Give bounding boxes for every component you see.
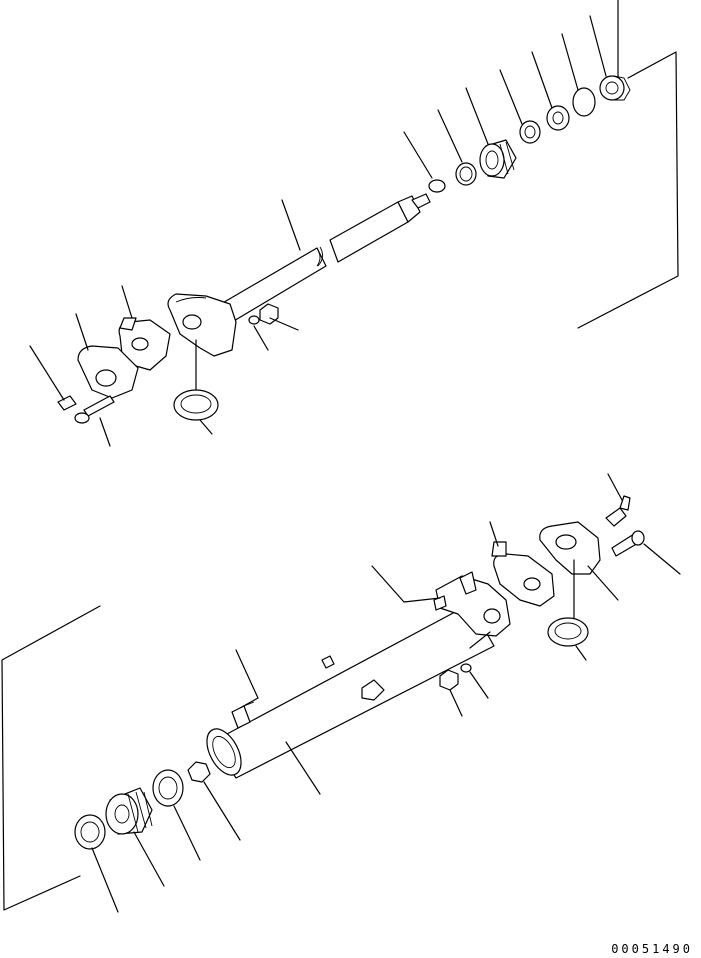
- cylinder-head-gland: [106, 788, 152, 834]
- nut-lower: [440, 670, 458, 690]
- rod-eye-bushing: [174, 390, 218, 420]
- grease-nipple-upper: [58, 396, 76, 410]
- cap-lower: [540, 522, 600, 574]
- bushing-lower: [548, 618, 588, 646]
- leader-lines-lower: [92, 474, 680, 912]
- piston: [480, 140, 516, 178]
- gland-ring: [153, 770, 183, 806]
- piston-nut: [547, 106, 569, 130]
- dust-seal-upper: [600, 76, 630, 100]
- nut-upper: [260, 304, 278, 324]
- tube-head: [434, 572, 510, 636]
- washer-lower: [461, 664, 471, 672]
- upper-rod-assembly: [30, 0, 678, 446]
- rod-eye: [168, 294, 236, 356]
- cylinder-tube: [200, 604, 494, 781]
- grease-nipple-lower: [606, 496, 630, 526]
- clamp-plate-lower: [492, 542, 554, 606]
- drawing-code: 00051490: [611, 942, 693, 956]
- rod-cap: [78, 346, 138, 398]
- upper-group-bracket: [578, 52, 678, 328]
- wear-ring: [456, 163, 476, 185]
- snap-ring: [429, 180, 445, 192]
- piston-rod: [214, 194, 430, 328]
- leader-lines-upper: [30, 0, 618, 446]
- lower-cylinder-assembly: [2, 474, 680, 912]
- dust-seal-lower: [75, 815, 105, 849]
- washer-upper: [249, 316, 259, 324]
- cap-bolt-upper: [75, 396, 114, 423]
- piston-ring: [520, 121, 540, 143]
- clamp-plate: [119, 318, 170, 370]
- lower-group-bracket: [2, 606, 100, 910]
- gland-nut: [188, 762, 210, 782]
- seal-disc: [573, 88, 595, 116]
- cap-bolt-lower: [612, 531, 644, 556]
